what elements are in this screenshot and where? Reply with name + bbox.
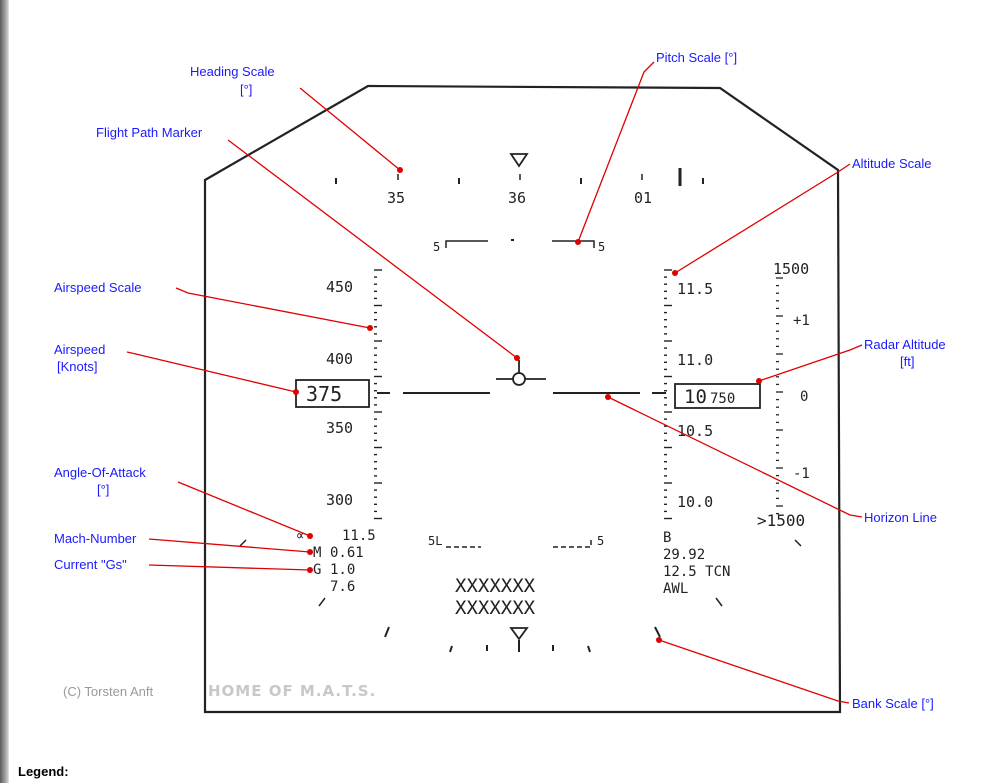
- leader-heading: [299, 87, 401, 171]
- pitch-right-label: 5: [598, 240, 605, 254]
- leader-altitude: [674, 163, 851, 274]
- altitude-box: [674, 383, 761, 409]
- left-extra-value: 7.6: [330, 579, 355, 595]
- label-airspeed: Airspeed: [54, 342, 105, 357]
- airspeed-scale: 450 400 350 300 375: [295, 269, 382, 520]
- leader-gs: [148, 564, 311, 571]
- weapon-row-1: XXXXXXX: [455, 575, 536, 597]
- ralt-plus1: +1: [793, 313, 810, 329]
- label-radar-altitude: Radar Altitude: [864, 337, 946, 352]
- pitch-ladder-upper: 5 5: [433, 239, 605, 254]
- label-horizon-line: Horizon Line: [864, 510, 937, 525]
- ralt-minus1: -1: [793, 466, 810, 482]
- airspeed-300: 300: [326, 491, 353, 509]
- weapon-row-2: XXXXXXX: [455, 597, 536, 619]
- label-bank-scale: Bank Scale [°]: [852, 696, 934, 711]
- aoa-value: 11.5: [342, 528, 376, 544]
- leader-fpm: [227, 139, 518, 359]
- heading-36: 36: [508, 189, 526, 207]
- watermark-text: HOME OF M.A.T.S.: [208, 682, 376, 700]
- leader-mach: [148, 538, 311, 553]
- right-line1: B: [663, 530, 671, 546]
- airspeed-350: 350: [326, 419, 353, 437]
- altitude-10-5: 10.5: [677, 422, 713, 440]
- label-angle-of-attack-unit: [°]: [97, 482, 109, 497]
- pitch-lower-right-label: 5: [597, 534, 604, 548]
- heading-35: 35: [387, 189, 405, 207]
- right-line2: 29.92: [663, 547, 705, 563]
- radar-altitude-scale: 1500 +1 0 -1 >1500: [757, 260, 810, 530]
- mach-symbol: M: [313, 545, 321, 561]
- leader-horizon: [607, 396, 863, 518]
- ralt-zero: 0: [800, 389, 808, 405]
- label-heading-scale-unit: [°]: [240, 82, 252, 97]
- leader-aoa: [177, 481, 311, 537]
- g-value: 1.0: [330, 562, 355, 578]
- leader-radar-alt: [758, 344, 863, 382]
- leader-pitch: [577, 61, 655, 243]
- label-angle-of-attack: Angle-Of-Attack: [54, 465, 146, 480]
- airspeed-value: 375: [306, 382, 342, 406]
- airspeed-400: 400: [326, 350, 353, 368]
- left-border: [0, 0, 9, 783]
- altitude-value-main: 10: [684, 386, 707, 408]
- label-flight-path-marker: Flight Path Marker: [96, 125, 203, 140]
- leader-lines: [126, 61, 863, 704]
- right-line4: AWL: [663, 581, 688, 597]
- aoa-symbol: ∝: [296, 528, 304, 544]
- airspeed-450: 450: [326, 278, 353, 296]
- pitch-left-label: 5: [433, 240, 440, 254]
- label-mach-number: Mach-Number: [54, 531, 137, 546]
- legend-heading: Legend:: [18, 764, 69, 779]
- altitude-scale: 11.5 11.0 10.5 10.0 10 750: [664, 269, 761, 520]
- label-current-gs: Current "Gs": [54, 557, 127, 572]
- g-symbol: G: [313, 562, 321, 578]
- label-airspeed-unit: [Knots]: [57, 359, 97, 374]
- heading-caret-icon: [509, 153, 529, 168]
- label-pitch-scale: Pitch Scale [°]: [656, 50, 737, 65]
- leader-airspeed: [126, 351, 297, 393]
- ralt-1500: 1500: [773, 260, 809, 278]
- right-data-block: B 29.92 12.5 TCN AWL: [663, 530, 730, 597]
- heading-scale: 35 36 01: [335, 153, 704, 207]
- copyright-text: (C) Torsten Anft: [63, 684, 153, 699]
- leader-airspeed-scale: [175, 287, 371, 329]
- altitude-11-0: 11.0: [677, 351, 713, 369]
- bank-scale: [239, 539, 802, 653]
- heading-01: 01: [634, 189, 652, 207]
- ralt-bottom: >1500: [757, 511, 805, 530]
- label-altitude-scale: Altitude Scale: [852, 156, 932, 171]
- label-heading-scale: Heading Scale: [190, 64, 275, 79]
- pitch-ladder-lower: 5L 5: [428, 534, 604, 548]
- label-airspeed-scale: Airspeed Scale: [54, 280, 141, 295]
- pitch-lower-left-label: 5L: [428, 534, 442, 548]
- leader-bank: [658, 639, 850, 704]
- label-radar-altitude-unit: [ft]: [900, 354, 914, 369]
- mach-value: 0.61: [330, 545, 364, 561]
- altitude-10-0: 10.0: [677, 493, 713, 511]
- bank-caret-icon: [509, 627, 529, 641]
- right-line3: 12.5 TCN: [663, 564, 730, 580]
- labels: Heading Scale [°] Pitch Scale [°] Flight…: [54, 50, 946, 711]
- altitude-value-sub: 750: [710, 391, 735, 407]
- hud-frame: [203, 84, 842, 714]
- left-data-block: ∝ 11.5 M 0.61 G 1.0 7.6: [296, 528, 376, 595]
- flight-path-marker: [496, 360, 546, 386]
- altitude-11-5: 11.5: [677, 280, 713, 298]
